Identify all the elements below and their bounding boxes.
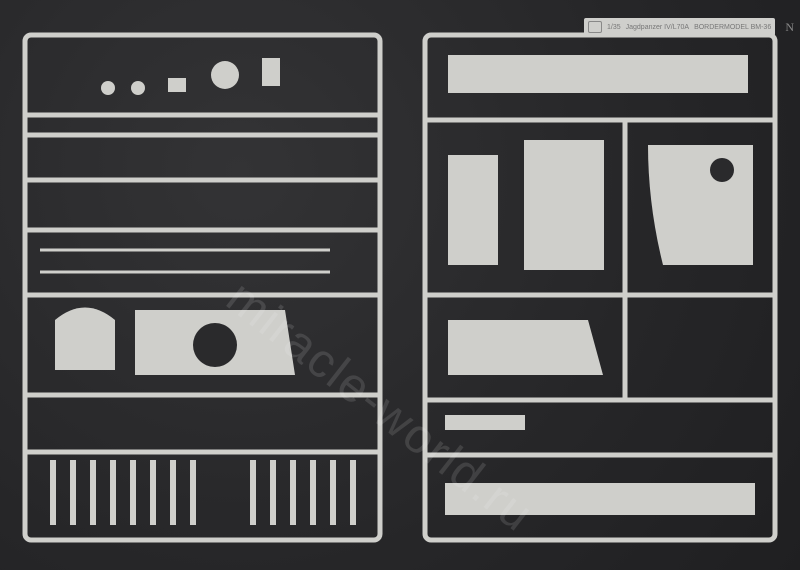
model-name-text: Jagdpanzer IV/L70A — [625, 23, 690, 31]
maker-code-text: BORDERMODEL BM-36 — [694, 23, 772, 31]
manufacturer-logo-icon — [588, 21, 602, 33]
left-sprue — [22, 32, 383, 543]
sprue-label-tag: 1/35 Jagdpanzer IV/L70A BORDERMODEL BM-3… — [584, 18, 776, 36]
sprue-letter: N — [785, 20, 794, 34]
left-sprue-parts — [50, 58, 356, 525]
right-sprue-parts — [445, 55, 755, 515]
scale-text: 1/35 — [607, 23, 621, 31]
